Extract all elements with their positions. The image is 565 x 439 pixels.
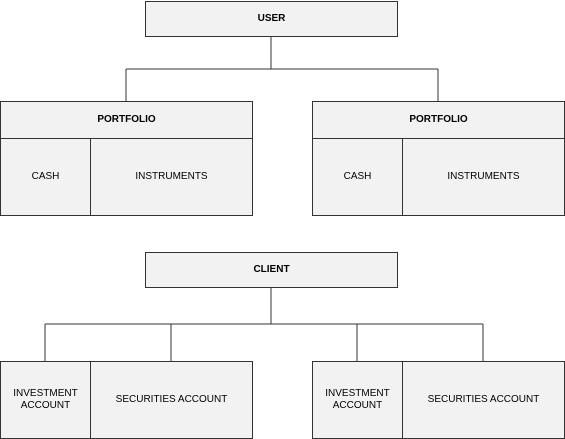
investment-account-right-label: INVESTMENT ACCOUNT	[325, 388, 390, 411]
portfolio-right-instruments-label: INSTRUMENTS	[447, 171, 520, 182]
investment-account-left-label: INVESTMENT ACCOUNT	[13, 388, 78, 411]
portfolio-right-cash-cell: CASH	[312, 138, 403, 216]
portfolio-left-cash-cell: CASH	[0, 138, 91, 216]
securities-account-right-label: SECURITIES ACCOUNT	[427, 394, 540, 405]
client-label: CLIENT	[253, 264, 290, 275]
portfolio-right-cash-label: CASH	[343, 171, 372, 182]
portfolio-left-header: PORTFOLIO	[0, 101, 253, 139]
user-label: USER	[257, 13, 286, 24]
user-node: USER	[145, 1, 398, 37]
securities-account-left-label: SECURITIES ACCOUNT	[115, 394, 228, 405]
portfolio-left-title: PORTFOLIO	[97, 114, 156, 125]
securities-account-right-cell: SECURITIES ACCOUNT	[402, 361, 565, 439]
investment-account-right-cell: INVESTMENT ACCOUNT	[312, 361, 403, 439]
securities-account-left-cell: SECURITIES ACCOUNT	[90, 361, 253, 439]
client-node: CLIENT	[145, 252, 398, 288]
portfolio-left-cash-label: CASH	[31, 171, 60, 182]
investment-account-left-cell: INVESTMENT ACCOUNT	[0, 361, 91, 439]
portfolio-right-header: PORTFOLIO	[312, 101, 565, 139]
portfolio-left-instruments-label: INSTRUMENTS	[135, 171, 208, 182]
portfolio-left-instruments-cell: INSTRUMENTS	[90, 138, 253, 216]
portfolio-right-instruments-cell: INSTRUMENTS	[402, 138, 565, 216]
portfolio-right-title: PORTFOLIO	[409, 114, 468, 125]
